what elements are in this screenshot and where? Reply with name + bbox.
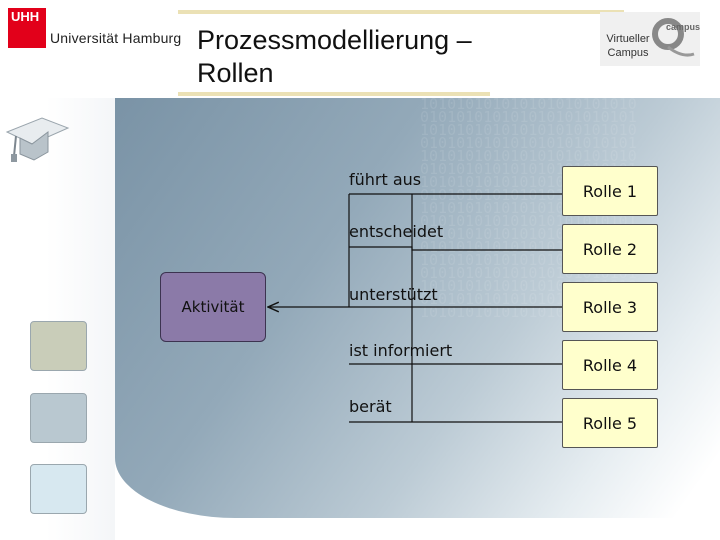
university-name: Universität Hamburg bbox=[50, 30, 182, 46]
relation-label-3: unterstützt bbox=[349, 285, 438, 304]
virtual-campus-line2: Campus bbox=[607, 47, 649, 59]
campus-swirl-icon bbox=[652, 18, 695, 57]
slide-title-line1: Prozessmodellierung – bbox=[197, 25, 472, 55]
virtual-campus-logo-box bbox=[600, 12, 700, 66]
slide-title: Prozessmodellierung – Rollen bbox=[197, 24, 517, 90]
relation-label-4: ist informiert bbox=[349, 341, 453, 360]
relation-label-5: berät bbox=[349, 397, 392, 416]
role-box-2: Rolle 2 bbox=[562, 224, 658, 274]
virtual-campus-line1: Virtueller bbox=[606, 33, 650, 45]
role-box-3: Rolle 3 bbox=[562, 282, 658, 332]
graduation-cap-icon bbox=[5, 117, 70, 162]
role-box-5: Rolle 5 bbox=[562, 398, 658, 448]
campus-badge: campus bbox=[666, 22, 701, 32]
role-box-1: Rolle 1 bbox=[562, 166, 658, 216]
university-logo: UHH Universität Hamburg bbox=[8, 8, 182, 54]
role-box-4: Rolle 4 bbox=[562, 340, 658, 390]
decor-square-3 bbox=[30, 464, 87, 514]
relation-label-2: entscheidet bbox=[349, 222, 444, 241]
decor-square-1 bbox=[30, 321, 87, 371]
uhh-mark: UHH bbox=[8, 8, 46, 48]
activity-box: Aktivität bbox=[160, 272, 266, 342]
decor-square-2 bbox=[30, 393, 87, 443]
virtual-campus-logo: campus Virtueller Campus bbox=[600, 10, 700, 68]
slide-title-line2: Rollen bbox=[197, 58, 274, 88]
relation-label-1: führt aus bbox=[349, 170, 422, 189]
virtual-campus-text: Virtueller Campus bbox=[604, 32, 652, 60]
title-bottom-bar bbox=[178, 92, 490, 96]
title-top-bar bbox=[178, 10, 624, 14]
